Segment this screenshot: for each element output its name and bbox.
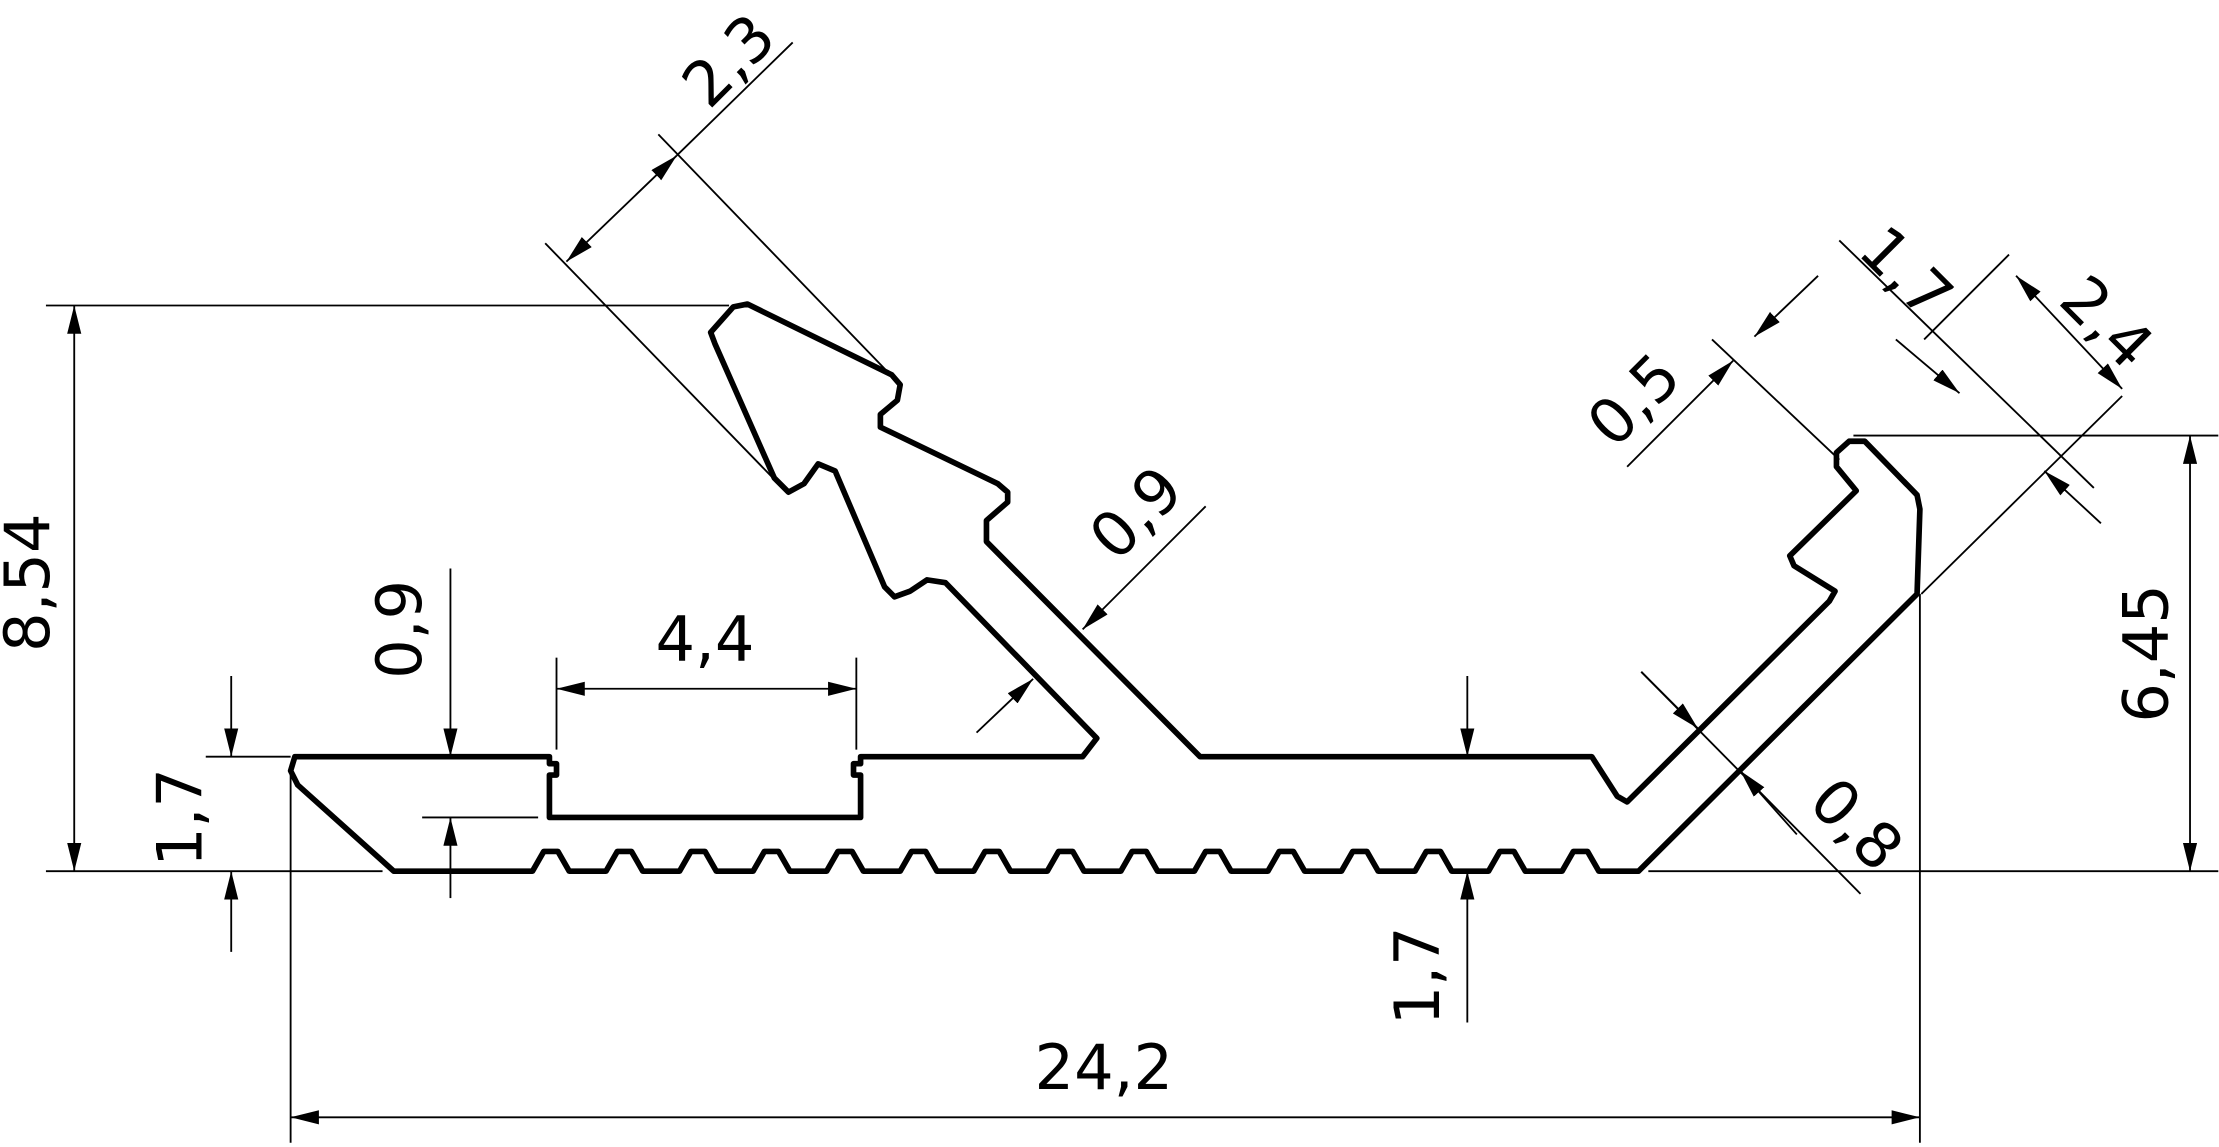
- label-groove-depth: 0,9: [363, 580, 436, 679]
- label-top-fin-width: 2,3: [668, 0, 790, 121]
- dimension-lines: [67, 41, 2198, 1125]
- label-left-step-height: 1,7: [144, 768, 217, 867]
- label-lip-offset: 0,5: [1573, 339, 1695, 461]
- dimension-labels: 2,3 8,54 1,7 0,9 4,4 0,9 1,7 24,2 0,5 1,…: [0, 0, 2183, 1104]
- label-groove-width: 4,4: [656, 603, 755, 676]
- label-total-height: 8,54: [0, 513, 64, 652]
- label-fin-thickness: 0,9: [1075, 452, 1197, 574]
- profile-outline: [287, 301, 1923, 875]
- label-base-thickness: 1,7: [1381, 926, 1454, 1025]
- label-right-wall-thickness: 0,8: [1796, 763, 1918, 885]
- label-total-width: 24,2: [1035, 1031, 1174, 1104]
- label-right-wall-width: 2,4: [2046, 261, 2168, 383]
- label-right-height: 6,45: [2110, 584, 2183, 723]
